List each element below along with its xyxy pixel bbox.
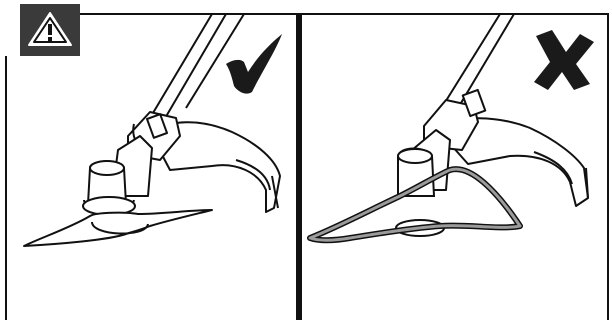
panel-divider [296,14,302,320]
checkmark-icon [226,34,282,94]
cutting-blade [24,210,212,246]
cross-icon [534,30,594,90]
panel-incorrect [310,14,594,240]
warning-badge [20,4,80,56]
